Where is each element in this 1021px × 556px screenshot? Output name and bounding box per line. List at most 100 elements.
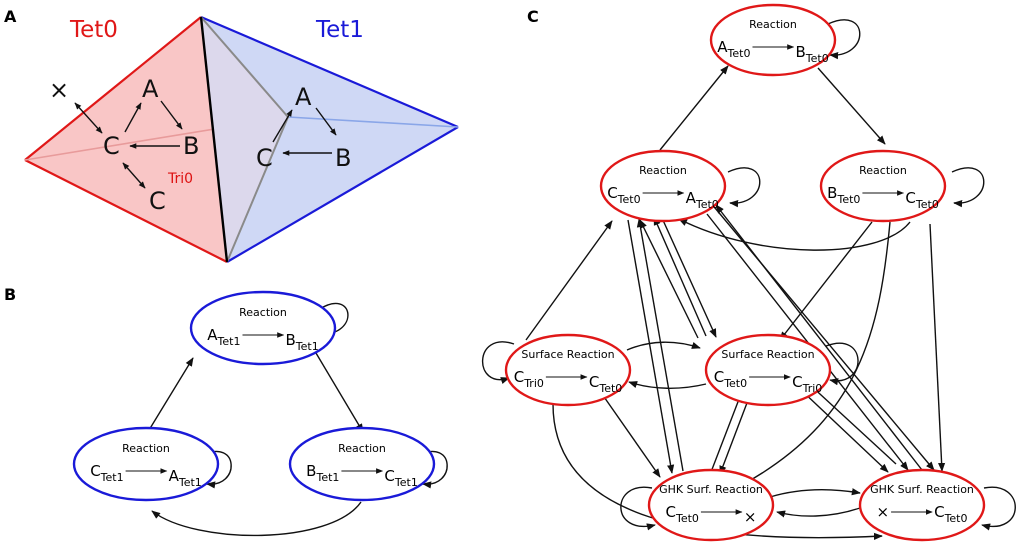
reaction-arrow-gap xyxy=(124,467,169,485)
reaction-node: GHK Surf. Reaction × CTet0 xyxy=(858,468,986,542)
reaction-node-title: Surface Reaction xyxy=(521,348,614,361)
tet1-hidden-edge xyxy=(287,116,459,128)
reaction-equation: ATet1 BTet1 xyxy=(207,326,318,353)
reaction-node-ellipse xyxy=(647,468,775,542)
reaction-node-ellipse xyxy=(709,3,837,77)
reactant: C xyxy=(90,462,100,480)
tet0-shape xyxy=(25,17,227,262)
species-b-tet1: B xyxy=(335,144,351,172)
tet1-shape xyxy=(201,17,458,262)
reactant-subscript: Tri0 xyxy=(523,377,544,390)
product-subscript: Tet0 xyxy=(695,198,719,211)
reaction-node-title: Reaction xyxy=(639,164,687,177)
reactant: C xyxy=(514,368,524,386)
reaction-equation: CTet0 CTri0 xyxy=(714,368,823,395)
tet1-label: Tet1 xyxy=(315,17,364,43)
reactant: C xyxy=(666,503,676,521)
product-subscript: Tet0 xyxy=(915,198,939,211)
reactant-subscript: Tet0 xyxy=(836,193,860,206)
tet1-edges xyxy=(200,15,459,263)
reaction-node-ellipse xyxy=(704,333,832,407)
reaction-node-title: GHK Surf. Reaction xyxy=(870,483,974,496)
reaction-arrow-gap xyxy=(860,189,905,207)
reaction-arrow-gap xyxy=(750,43,795,61)
reactant-subscript: Tet0 xyxy=(675,512,699,525)
reactant: B xyxy=(827,184,837,202)
reaction-node-ellipse xyxy=(72,426,220,502)
product: A xyxy=(169,467,180,485)
product-subscript: Tet1 xyxy=(178,476,202,489)
reactant-subscript: Tet1 xyxy=(217,335,241,348)
reaction-equation: CTet0 × xyxy=(666,503,757,526)
reactant: A xyxy=(207,326,218,344)
reaction-node-ellipse xyxy=(858,468,986,542)
product-subscript: Tet0 xyxy=(598,382,622,395)
reactant-subscript: Tet0 xyxy=(723,377,747,390)
product: C xyxy=(934,503,944,521)
reaction-node-ellipse xyxy=(189,290,337,366)
tet0-label: Tet0 xyxy=(69,17,118,43)
reaction-node-ellipse xyxy=(819,149,947,223)
product: × xyxy=(744,508,757,526)
species-c-tet1: C xyxy=(256,144,273,172)
product: B xyxy=(795,43,805,61)
reaction-arrow-gap xyxy=(699,508,744,526)
species-c-surface: C xyxy=(103,132,120,160)
reaction-arrow-gap xyxy=(544,373,589,391)
reaction-arrow-gap xyxy=(339,467,384,485)
species-a-tet0: A xyxy=(142,75,159,103)
reactant: A xyxy=(717,38,728,56)
reaction-node-ellipse xyxy=(288,426,436,502)
reaction-arrow-gap xyxy=(641,189,686,207)
product-subscript: Tet1 xyxy=(394,476,418,489)
shared-edge xyxy=(199,16,229,263)
reaction-node-title: Reaction xyxy=(338,442,386,455)
reaction-arrow-gap xyxy=(240,331,285,349)
product-subscript: Tri0 xyxy=(802,382,823,395)
reactant: C xyxy=(607,184,617,202)
reaction-node-title: Reaction xyxy=(122,442,170,455)
reactant: B xyxy=(306,462,316,480)
tet1-inner-face xyxy=(201,17,288,262)
tet0-edges xyxy=(24,16,228,263)
reaction-node-title: Reaction xyxy=(859,164,907,177)
tet1-species-arrows xyxy=(272,107,337,156)
reaction-equation: CTri0 CTet0 xyxy=(514,368,623,395)
reaction-equation: × CTet0 xyxy=(877,503,968,525)
product: C xyxy=(905,189,915,207)
reaction-node-title: GHK Surf. Reaction xyxy=(659,483,763,496)
reaction-equation: CTet1 ATet1 xyxy=(90,462,202,489)
null-species: × xyxy=(49,76,69,104)
reactant: × xyxy=(877,503,890,521)
species-c-tet0: C xyxy=(149,187,166,215)
reaction-node-ellipse xyxy=(599,149,727,223)
reactant: C xyxy=(714,368,724,386)
product: C xyxy=(589,373,599,391)
reaction-node-title: Reaction xyxy=(749,18,797,31)
product-subscript: Tet0 xyxy=(944,512,968,525)
reactant-subscript: Tet1 xyxy=(100,471,124,484)
reaction-arrow-gap xyxy=(747,373,792,391)
reactant-subscript: Tet1 xyxy=(315,471,339,484)
panel-letter-c: C xyxy=(527,7,539,26)
species-a-tet1: A xyxy=(295,83,312,111)
tet0-species-arrows xyxy=(74,100,183,189)
product-subscript: Tet1 xyxy=(295,340,319,353)
panel-c: C xyxy=(481,3,1016,542)
product-subscript: Tet0 xyxy=(805,52,829,65)
reaction-node-title: Surface Reaction xyxy=(721,348,814,361)
panel-letter-a: A xyxy=(4,7,17,26)
panel-c-edges xyxy=(481,19,1016,540)
reaction-node-ellipse xyxy=(504,333,632,407)
panel-letter-b: B xyxy=(4,285,16,304)
